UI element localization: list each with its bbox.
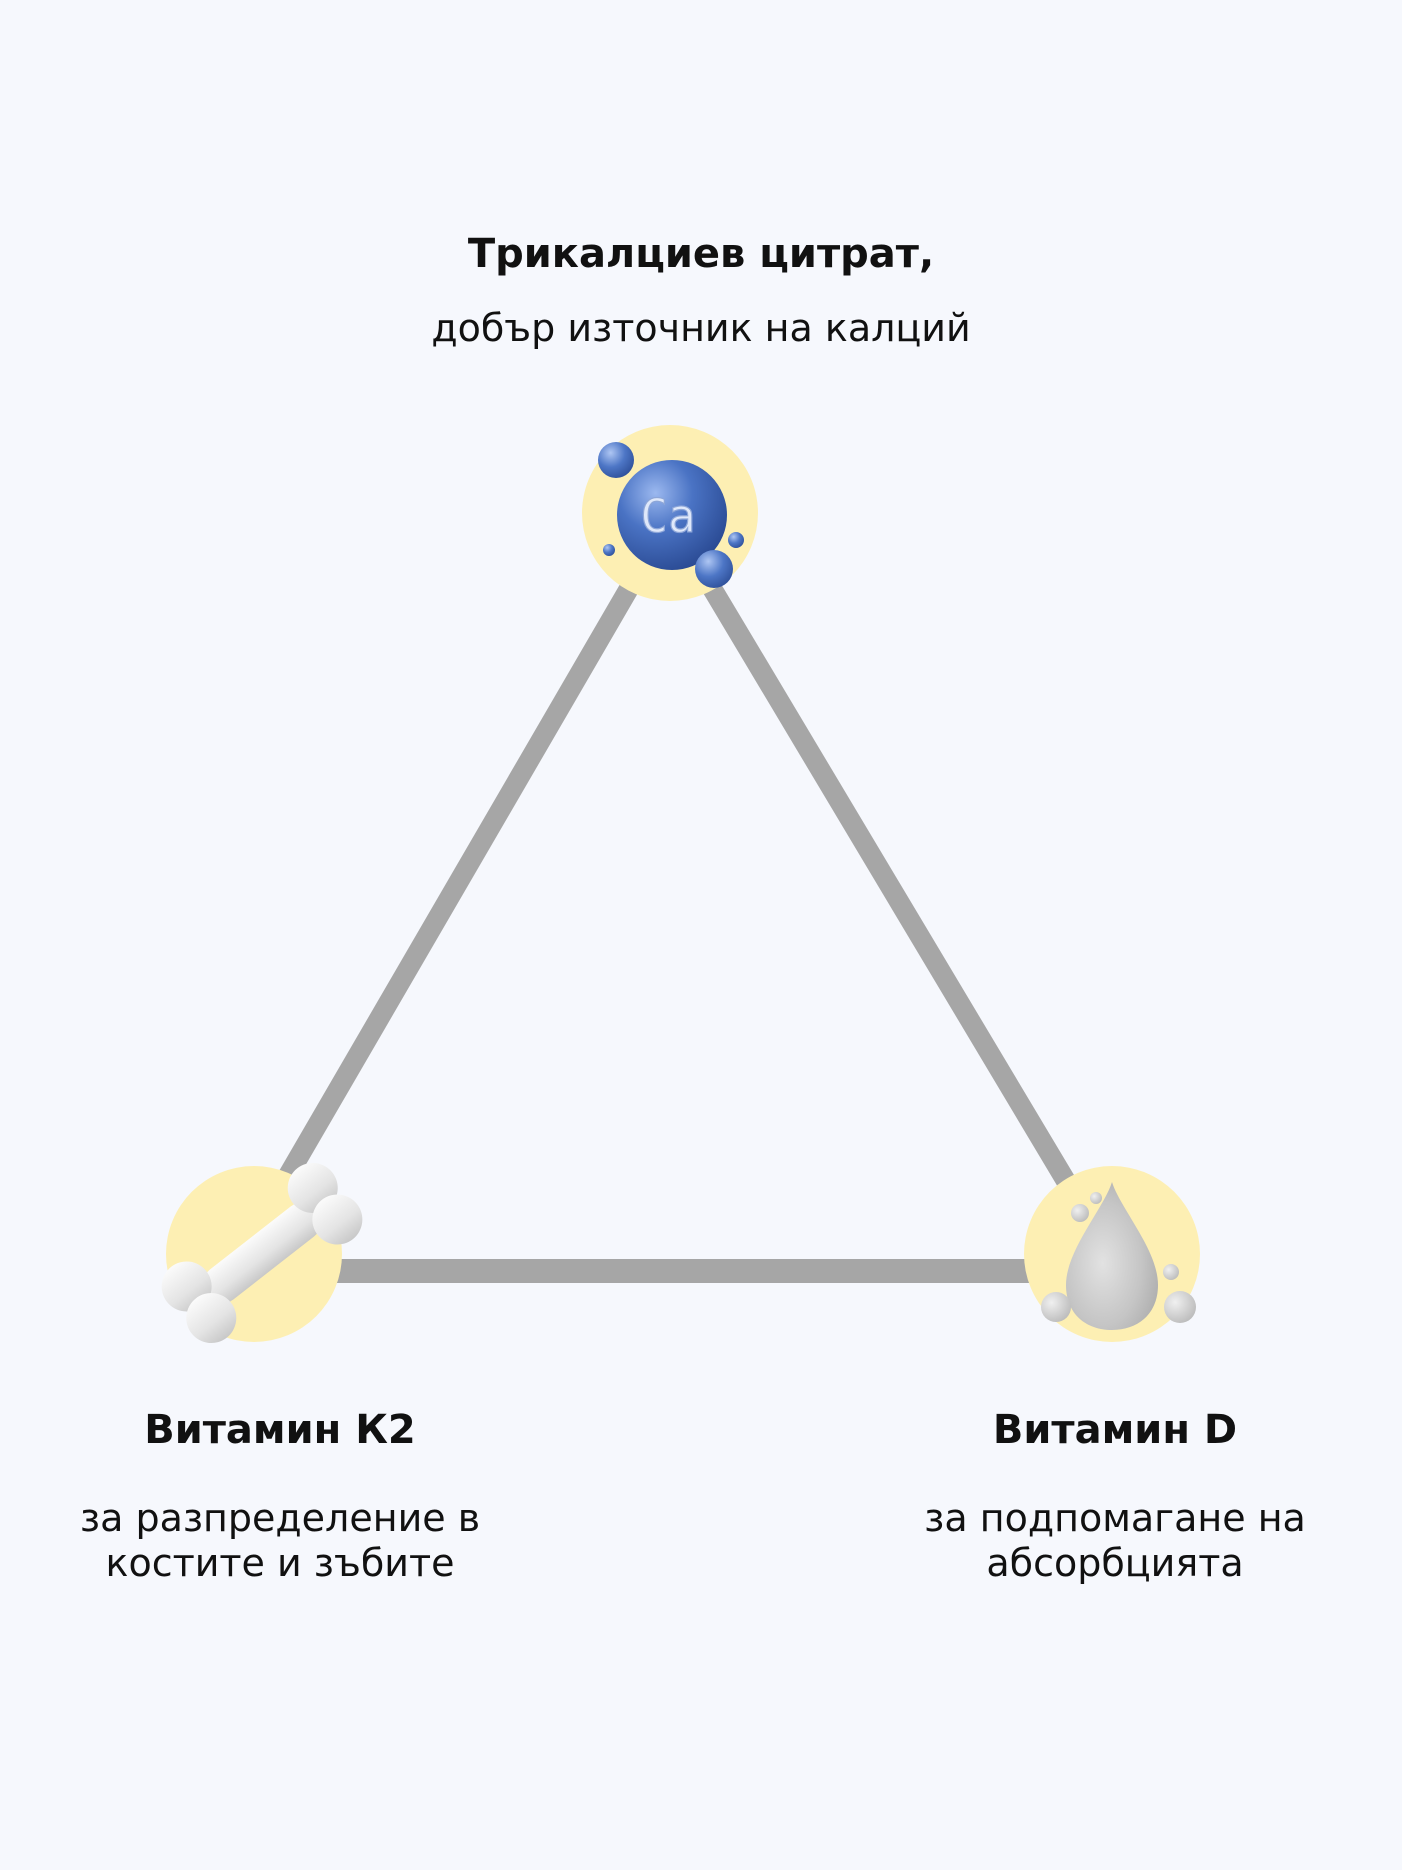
calcium-molecule-icon: Ca — [598, 442, 744, 588]
edge-top-right — [661, 512, 1109, 1244]
top-node-title: Трикалциев цитрат, — [467, 231, 935, 277]
label-right: Витамин D за подпомагане на абсорбцията — [880, 1406, 1350, 1586]
triangle-edges — [245, 512, 1112, 1283]
left-node-description-line-2: костите и зъбите — [105, 1541, 455, 1585]
right-node-description-line-2: абсорбцията — [986, 1541, 1244, 1585]
edge-top-left — [245, 512, 679, 1240]
calcium-symbol: Ca — [640, 489, 695, 543]
node-calcium: Ca — [582, 425, 758, 601]
right-node-title: Витамин D — [992, 1407, 1238, 1453]
top-node-description: добър източник на калций — [431, 306, 971, 350]
left-node-title: Витамин К2 — [144, 1407, 416, 1453]
label-left: Витамин К2 за разпределение в костите и … — [40, 1406, 520, 1586]
water-drop-icon — [1041, 1182, 1196, 1330]
right-node-description-line-1: за подпомагане на — [924, 1496, 1306, 1540]
right-node-description: за подпомагане на абсорбцията — [880, 1496, 1350, 1586]
left-node-description: за разпределение в костите и зъбите — [40, 1496, 520, 1586]
node-vitamin-d — [1024, 1166, 1200, 1342]
label-top: Трикалциев цитрат, добър източник на кал… — [301, 230, 1101, 351]
left-node-description-line-1: за разпределение в — [79, 1496, 481, 1540]
node-vitamin-k2 — [161, 1162, 363, 1344]
bone-icon — [161, 1162, 363, 1344]
